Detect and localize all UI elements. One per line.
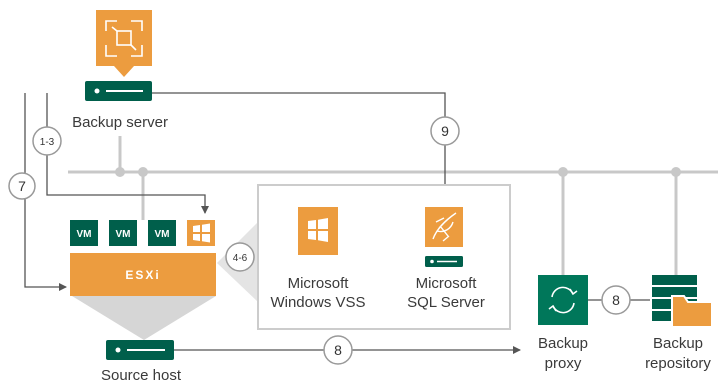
backup-repository: Backup repository [645,275,713,372]
vm-label-2: VM [116,229,131,240]
esxi-label: ESXi [125,268,160,282]
vss-label-line2: Windows VSS [270,294,365,311]
vm-label-3: VM [155,229,170,240]
backup-proxy-label-line1: Backup [538,335,588,352]
sql-component: Microsoft SQL Server [407,207,485,311]
step-8-bottom-label: 8 [334,342,342,358]
vm-windows-box [187,220,215,246]
windows-icon [193,223,210,243]
vm-box-2 [109,220,137,246]
vm-box-1 [70,220,98,246]
backup-repository-label-line1: Backup [653,335,703,352]
flow-line-step-9 [150,92,449,206]
refresh-icon [548,286,578,314]
backup-repository-label-line2: repository [645,355,711,372]
step-8-right-label: 8 [612,292,620,308]
step-markers: 1-3 7 9 4-6 8 8 [8,116,631,365]
backup-server: Backup server [72,10,168,131]
vm-label-1: VM [77,229,92,240]
network-bus [68,136,718,275]
sql-label-line1: Microsoft [416,275,478,292]
step-9-label: 9 [441,123,449,139]
esxi-funnel [72,296,216,340]
step-9-marker: 9 [430,116,460,146]
backup-server-label: Backup server [72,114,168,131]
step-1-3-marker: 1-3 [32,126,62,156]
guest-panel: Microsoft Windows VSS Microsoft SQL Serv… [217,184,511,330]
sql-label-line2: SQL Server [407,294,485,311]
step-7-label: 7 [18,178,26,194]
source-host: Source host [101,340,182,383]
source-host-label: Source host [101,367,182,383]
step-4-6-label: 4-6 [233,253,248,264]
backup-server-glyph [105,20,143,57]
vm-box-3 [148,220,176,246]
sql-server-glyph [432,212,457,242]
vss-component: Microsoft Windows VSS [270,207,366,311]
step-8-bottom-marker: 8 [323,335,353,365]
repository-icon [652,275,713,328]
vss-label-line1: Microsoft [288,275,350,292]
step-4-6-marker: 4-6 [225,242,255,272]
flow-line-step-7 [24,93,67,291]
vss-windows-icon [308,218,328,242]
backup-proxy-icon [538,275,588,325]
esxi-host: VM VM VM ESXi [70,220,216,340]
backup-server-icon [96,10,152,66]
step-1-3-label: 1-3 [40,137,55,148]
backup-proxy: Backup proxy [538,275,588,372]
step-7-marker: 7 [8,172,36,200]
step-8-right-marker: 8 [601,285,631,315]
flow-line-step-1-3 [46,93,209,214]
esxi-box [70,253,216,296]
backup-proxy-label-line2: proxy [545,355,582,372]
